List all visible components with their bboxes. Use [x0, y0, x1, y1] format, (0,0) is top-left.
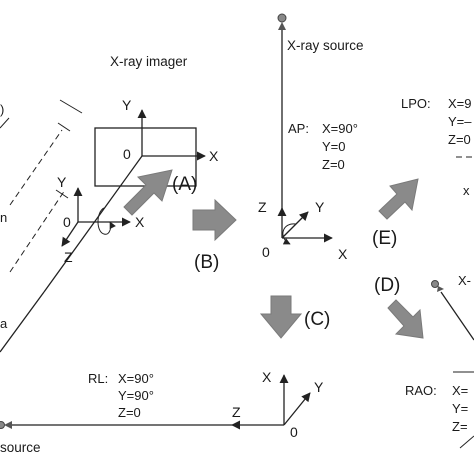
patient-origin-label: 0 — [63, 214, 71, 230]
xray-source-bottom-icon — [0, 421, 5, 429]
patient-y-label: Y — [57, 174, 67, 190]
lpo-name: LPO: — [401, 96, 431, 111]
step-c-arrow — [259, 295, 303, 339]
ap-y-axis — [281, 211, 309, 239]
dimension-tick-4 — [0, 117, 10, 129]
dimension-tick-3 — [59, 99, 83, 114]
ap-origin-label: 0 — [262, 244, 270, 260]
rao-name: RAO: — [405, 383, 437, 398]
beam-line-diagonal-tail — [0, 291, 45, 353]
left-n-partial: n — [0, 210, 7, 225]
rl-x-label: X — [262, 369, 272, 385]
imager-label: X-ray imager — [110, 54, 188, 69]
step-e-label: (E) — [372, 228, 397, 249]
dimension-tick-1 — [55, 189, 69, 199]
patient-rotation-arc — [97, 207, 116, 235]
rl-y-label: Y — [314, 379, 324, 395]
rao-x: X= — [452, 383, 468, 398]
ap-z-label: Z — [258, 199, 267, 215]
rl-z: Z=0 — [118, 405, 141, 420]
step-a-arrow — [123, 169, 173, 216]
step-b-arrow — [192, 198, 237, 242]
ap-y: Y=0 — [322, 139, 346, 154]
dimension-dash-left-2 — [9, 129, 63, 206]
source-beam-right — [440, 291, 474, 341]
ap-x: X=90° — [322, 121, 358, 136]
lpo-y: Y=– — [448, 114, 472, 129]
xray-source-top-icon — [277, 13, 287, 23]
step-c-label: (C) — [304, 309, 330, 330]
beam-line-diagonal — [43, 155, 143, 293]
xray-source-bottom-cone — [4, 421, 12, 429]
dimension-tick-2 — [57, 122, 71, 132]
ap-rotation-arc — [282, 223, 297, 245]
rl-y-axis — [283, 392, 311, 426]
step-a-label: (A) — [172, 174, 197, 195]
patient-z-axis — [61, 221, 79, 247]
xray-source-right-icon — [431, 280, 439, 288]
left-a-partial: a — [0, 316, 8, 331]
xray-source-right-cone — [437, 286, 444, 292]
step-d-arrow — [387, 299, 424, 339]
rao-tick — [459, 435, 474, 449]
rao-y: Y= — [452, 401, 468, 416]
source-bottom-label: source — [0, 440, 41, 455]
imager-x-label: X — [209, 148, 219, 164]
ap-y-label: Y — [315, 199, 325, 215]
right-x-partial: X- — [458, 273, 471, 288]
rl-z-label: Z — [232, 404, 241, 420]
step-b-label: (B) — [194, 252, 219, 273]
ap-z: Z=0 — [322, 157, 345, 172]
patient-z-label: Z — [64, 249, 73, 265]
left-paren-partial: ) — [0, 102, 4, 117]
step-d-label: (D) — [374, 275, 400, 296]
ap-name: AP: — [288, 121, 309, 136]
imager-y-label: Y — [122, 97, 132, 113]
rao-z: Z= — [452, 419, 468, 434]
patient-x-label: X — [135, 214, 145, 230]
ap-x-label: X — [338, 246, 348, 262]
rl-x: X=90° — [118, 371, 154, 386]
rl-name: RL: — [88, 371, 108, 386]
rl-y: Y=90° — [118, 388, 154, 403]
lpo-x-partial: x — [463, 183, 470, 198]
xray-source-top-cone — [278, 22, 286, 30]
dimension-dash-left-1 — [9, 189, 66, 273]
lpo-z: Z=0 — [448, 132, 471, 147]
imager-origin-label: 0 — [123, 146, 131, 162]
source-top-label: X-ray source — [287, 38, 364, 53]
lpo-x: X=9 — [448, 96, 472, 111]
step-e-arrow — [378, 178, 419, 220]
rl-origin-label: 0 — [290, 424, 298, 440]
